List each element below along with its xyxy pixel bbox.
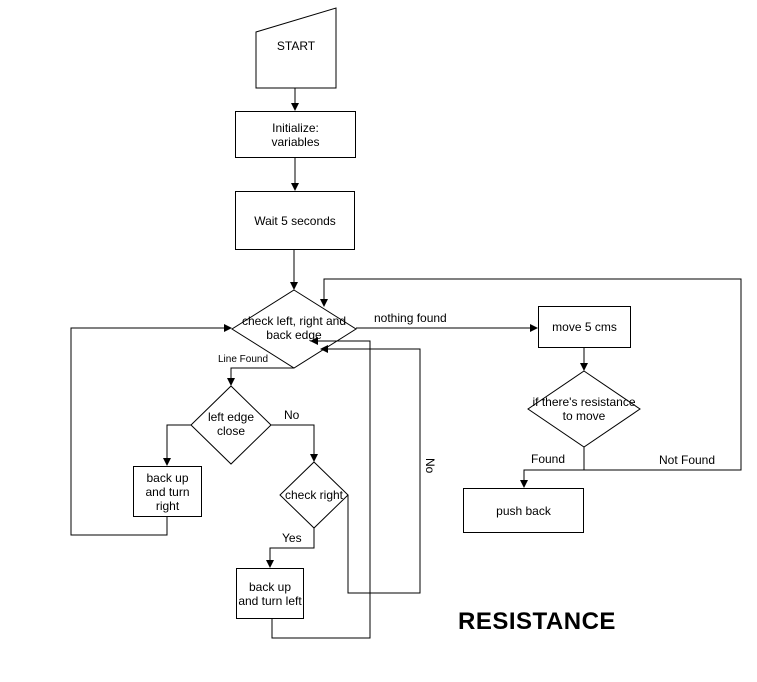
backup-right-line3: right (155, 498, 180, 513)
nothing-found-label: nothing found (374, 311, 447, 325)
no-label-left-edge: No (284, 408, 300, 422)
edge-left-no (271, 424, 318, 462)
push-back-box: push back (463, 488, 584, 533)
resistance-line1: if there's resistance (532, 395, 636, 409)
check-edges-label: check left, right and back edge (232, 312, 356, 344)
push-back-label: push back (496, 503, 551, 518)
not-found-label: Not Found (659, 453, 716, 467)
edge-check-right-no (320, 345, 421, 594)
initialize-box: Initialize: variables (235, 111, 356, 158)
edge-backup-right-return (70, 324, 232, 536)
wait-box: Wait 5 seconds (235, 191, 355, 250)
edge-not-found (320, 278, 742, 471)
resistance-label: if there's resistance to move (518, 393, 650, 425)
initialize-line1: Initialize: (272, 120, 319, 135)
left-edge-diamond (190, 385, 272, 465)
check-edges-line1: check left, right and (241, 314, 347, 328)
edge-line-found (227, 367, 294, 386)
found-label: Found (531, 452, 566, 466)
check-right-label: check right (284, 488, 344, 502)
left-edge-line1: left edge (207, 410, 255, 424)
edge-check-right-yes (266, 528, 315, 568)
left-edge-label: left edge close (191, 408, 271, 440)
backup-left-line1: back up (248, 579, 292, 594)
backup-right-line1: back up (146, 470, 189, 485)
start-label: START (276, 39, 316, 53)
resistance-line2: to move (562, 409, 606, 423)
backup-left-box: back up and turn left (236, 568, 304, 619)
move-box: move 5 cms (538, 306, 631, 348)
backup-right-line2: and turn (145, 484, 190, 499)
backup-left-line2: and turn left (238, 593, 302, 608)
edge-left-yes (163, 424, 191, 466)
wait-label: Wait 5 seconds (254, 213, 336, 228)
move-label: move 5 cms (552, 320, 617, 334)
yes-label: Yes (282, 531, 302, 545)
start-shape (255, 7, 337, 89)
diagram-title: RESISTANCE (458, 608, 616, 635)
backup-right-box: back up and turn right (133, 466, 202, 517)
no-label-loop: No (423, 458, 437, 474)
check-edges-line2: back edge (266, 328, 322, 342)
edge-backup-left-return (271, 337, 371, 639)
line-found-label: Line Found (218, 354, 269, 365)
left-edge-line2: close (216, 424, 245, 438)
initialize-line2: variables (271, 134, 320, 149)
